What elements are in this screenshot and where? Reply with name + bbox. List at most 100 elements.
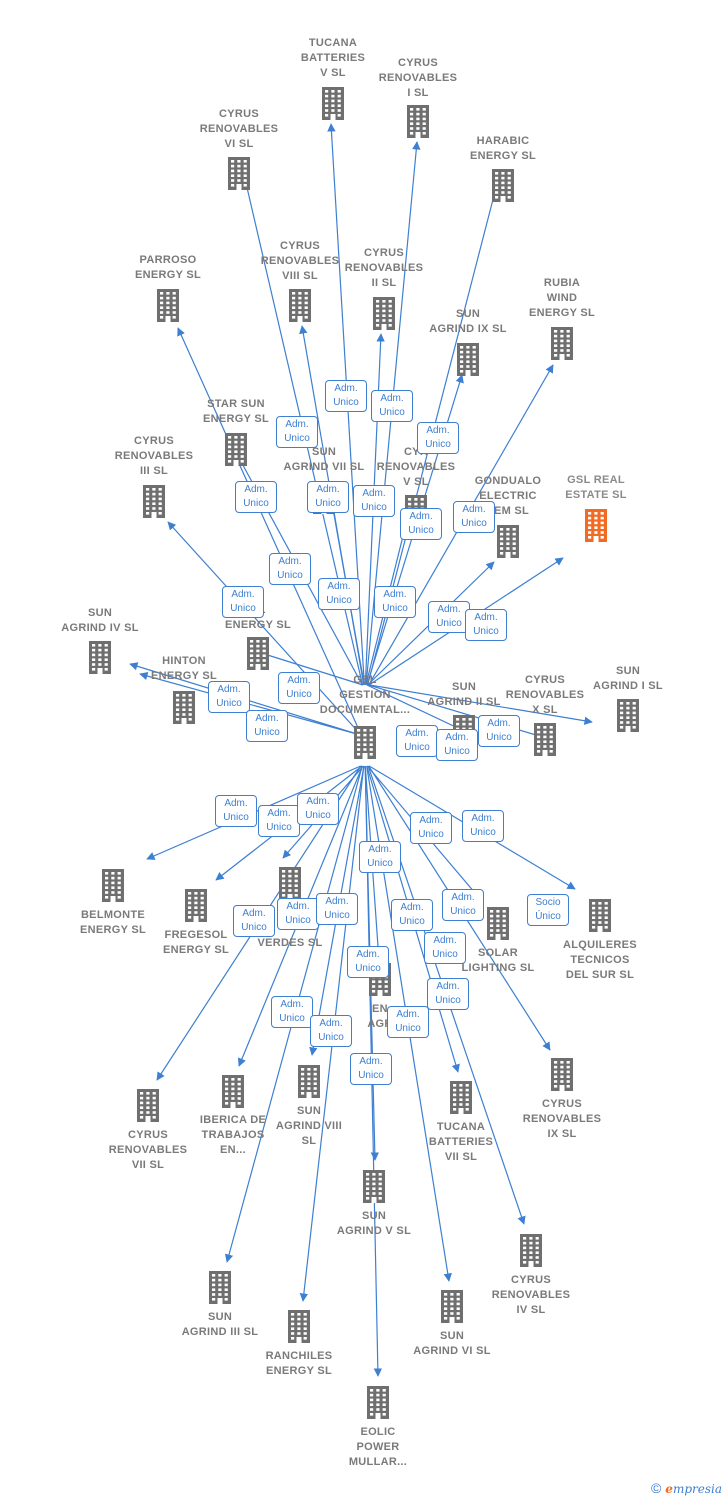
building-icon[interactable] (583, 898, 617, 932)
role-badge-adm-unico[interactable]: Adm. Unico (269, 553, 311, 585)
company-label[interactable]: HINTON ENERGY SL (150, 655, 218, 682)
building-icon[interactable] (491, 524, 525, 558)
role-badge-adm-unico[interactable]: Adm. Unico (436, 729, 478, 761)
company-label[interactable]: EN AGR (367, 1003, 393, 1030)
role-badge-adm-unico[interactable]: Adm. Unico (350, 1053, 392, 1085)
company-label[interactable]: SUN AGRIND VIII SL (275, 1105, 343, 1147)
building-icon[interactable] (514, 1233, 548, 1267)
company-label[interactable]: SUN AGRIND IV SL (61, 607, 139, 634)
role-badge-adm-unico[interactable]: Adm. Unico (258, 805, 300, 837)
role-badge-adm-unico[interactable]: Adm. Unico (462, 810, 504, 842)
company-label[interactable]: TUCANA BATTERIES VII SL (428, 1121, 494, 1163)
role-badge-adm-unico[interactable]: Adm. Unico (400, 508, 442, 540)
building-icon[interactable] (222, 156, 256, 190)
company-label[interactable]: FREGESOL ENERGY SL (162, 929, 230, 956)
role-badge-adm-unico[interactable]: Adm. Unico (353, 485, 395, 517)
building-icon[interactable] (179, 888, 213, 922)
building-icon[interactable] (316, 86, 350, 120)
role-badge-adm-unico[interactable]: Adm. Unico (424, 932, 466, 964)
company-label[interactable]: ALQUILERES TECNICOS DEL SUR SL (563, 939, 637, 981)
role-badge-adm-unico[interactable]: Adm. Unico (387, 1006, 429, 1038)
building-icon[interactable] (357, 1169, 391, 1203)
building-icon[interactable] (579, 508, 613, 542)
company-label[interactable]: PARROSO ENERGY SL (134, 254, 202, 281)
role-badge-adm-unico[interactable]: Adm. Unico (277, 898, 319, 930)
building-icon[interactable] (451, 342, 485, 376)
role-badge-socio-unico[interactable]: Socio Único (527, 894, 569, 926)
company-label[interactable]: CYRUS RENOVABLES VI SL (199, 108, 279, 150)
company-label[interactable]: CYRUS RENOVABLES IX SL (522, 1098, 602, 1140)
role-badge-adm-unico[interactable]: Adm. Unico (278, 672, 320, 704)
company-label[interactable]: CYRUS RENOVABLES I SL (378, 57, 458, 99)
company-label[interactable]: SUN AGRIND VI SL (413, 1330, 491, 1357)
company-label[interactable]: CYRUS RENOVABLES VII SL (108, 1129, 188, 1171)
building-icon[interactable] (444, 1080, 478, 1114)
company-label[interactable]: SOLAR LIGHTING SL (461, 947, 535, 974)
role-badge-adm-unico[interactable]: Adm. Unico (215, 795, 257, 827)
company-label[interactable]: TUCANA BATTERIES V SL (300, 37, 366, 79)
role-badge-adm-unico[interactable]: Adm. Unico (347, 946, 389, 978)
company-label[interactable]: SUN AGRIND IX SL (429, 308, 507, 335)
building-icon[interactable] (292, 1064, 326, 1098)
company-label[interactable]: EOLIC POWER MULLAR... (348, 1426, 408, 1468)
building-icon[interactable] (167, 690, 201, 724)
role-badge-adm-unico[interactable]: Adm. Unico (396, 725, 438, 757)
company-label[interactable]: RUBIA WIND ENERGY SL (528, 277, 596, 319)
building-icon[interactable] (83, 640, 117, 674)
building-icon[interactable] (216, 1074, 250, 1108)
building-icon[interactable] (96, 868, 130, 902)
company-label[interactable]: CYRUS RENOVABLES IV SL (491, 1274, 571, 1316)
building-icon[interactable] (367, 296, 401, 330)
role-badge-adm-unico[interactable]: Adm. Unico (235, 481, 277, 513)
role-badge-adm-unico[interactable]: Adm. Unico (276, 416, 318, 448)
role-badge-adm-unico[interactable]: Adm. Unico (208, 681, 250, 713)
role-badge-adm-unico[interactable]: Adm. Unico (271, 996, 313, 1028)
building-icon[interactable] (151, 288, 185, 322)
building-icon[interactable] (611, 698, 645, 732)
building-icon[interactable] (486, 168, 520, 202)
company-label[interactable]: GSL GESTION DOCUMENTAL... (319, 674, 411, 716)
role-badge-adm-unico[interactable]: Adm. Unico (391, 899, 433, 931)
role-badge-adm-unico[interactable]: Adm. Unico (310, 1015, 352, 1047)
role-badge-adm-unico[interactable]: Adm. Unico (453, 501, 495, 533)
role-badge-adm-unico[interactable]: Adm. Unico (359, 841, 401, 873)
role-badge-adm-unico[interactable]: Adm. Unico (222, 586, 264, 618)
building-icon[interactable] (203, 1270, 237, 1304)
company-label[interactable]: HARABIC ENERGY SL (469, 135, 537, 162)
building-icon[interactable] (241, 636, 275, 670)
footer-brand[interactable]: ©empresia (651, 1480, 722, 1496)
company-label[interactable]: STAR SUN ENERGY SL (202, 398, 270, 425)
role-badge-adm-unico[interactable]: Adm. Unico (325, 380, 367, 412)
building-icon[interactable] (131, 1088, 165, 1122)
company-label[interactable]: IBERICA DE TRABAJOS EN... (199, 1114, 267, 1156)
building-icon[interactable] (528, 722, 562, 756)
role-badge-adm-unico[interactable]: Adm. Unico (371, 390, 413, 422)
company-label[interactable]: VERDES SL (257, 937, 323, 949)
building-icon[interactable] (273, 866, 307, 900)
company-label[interactable]: SUN AGRIND VII SL (283, 446, 365, 473)
role-badge-adm-unico[interactable]: Adm. Unico (316, 893, 358, 925)
building-icon[interactable] (282, 1309, 316, 1343)
role-badge-adm-unico[interactable]: Adm. Unico (427, 978, 469, 1010)
role-badge-adm-unico[interactable]: Adm. Unico (307, 481, 349, 513)
role-badge-adm-unico[interactable]: Adm. Unico (318, 578, 360, 610)
building-icon[interactable] (137, 484, 171, 518)
building-icon[interactable] (283, 288, 317, 322)
role-badge-adm-unico[interactable]: Adm. Unico (428, 601, 470, 633)
building-icon[interactable] (361, 1385, 395, 1419)
company-label[interactable]: CYRUS RENOVABLES X SL (505, 674, 585, 716)
role-badge-adm-unico[interactable]: Adm. Unico (374, 586, 416, 618)
building-icon[interactable] (348, 725, 382, 759)
role-badge-adm-unico[interactable]: Adm. Unico (465, 609, 507, 641)
building-icon[interactable] (401, 104, 435, 138)
company-label[interactable]: CYRUS RENOVABLES III SL (114, 435, 194, 477)
building-icon[interactable] (545, 1057, 579, 1091)
company-label[interactable]: SUN AGRIND V SL (336, 1210, 412, 1237)
role-badge-adm-unico[interactable]: Adm. Unico (417, 422, 459, 454)
role-badge-adm-unico[interactable]: Adm. Unico (410, 812, 452, 844)
company-label[interactable]: SUN AGRIND II SL (427, 681, 501, 708)
building-icon[interactable] (481, 906, 515, 940)
company-label[interactable]: BELMONTE ENERGY SL (79, 909, 147, 936)
company-label[interactable]: CYRUS RENOVABLES VIII SL (260, 240, 340, 282)
company-label[interactable]: SUN AGRIND III SL (181, 1311, 259, 1338)
